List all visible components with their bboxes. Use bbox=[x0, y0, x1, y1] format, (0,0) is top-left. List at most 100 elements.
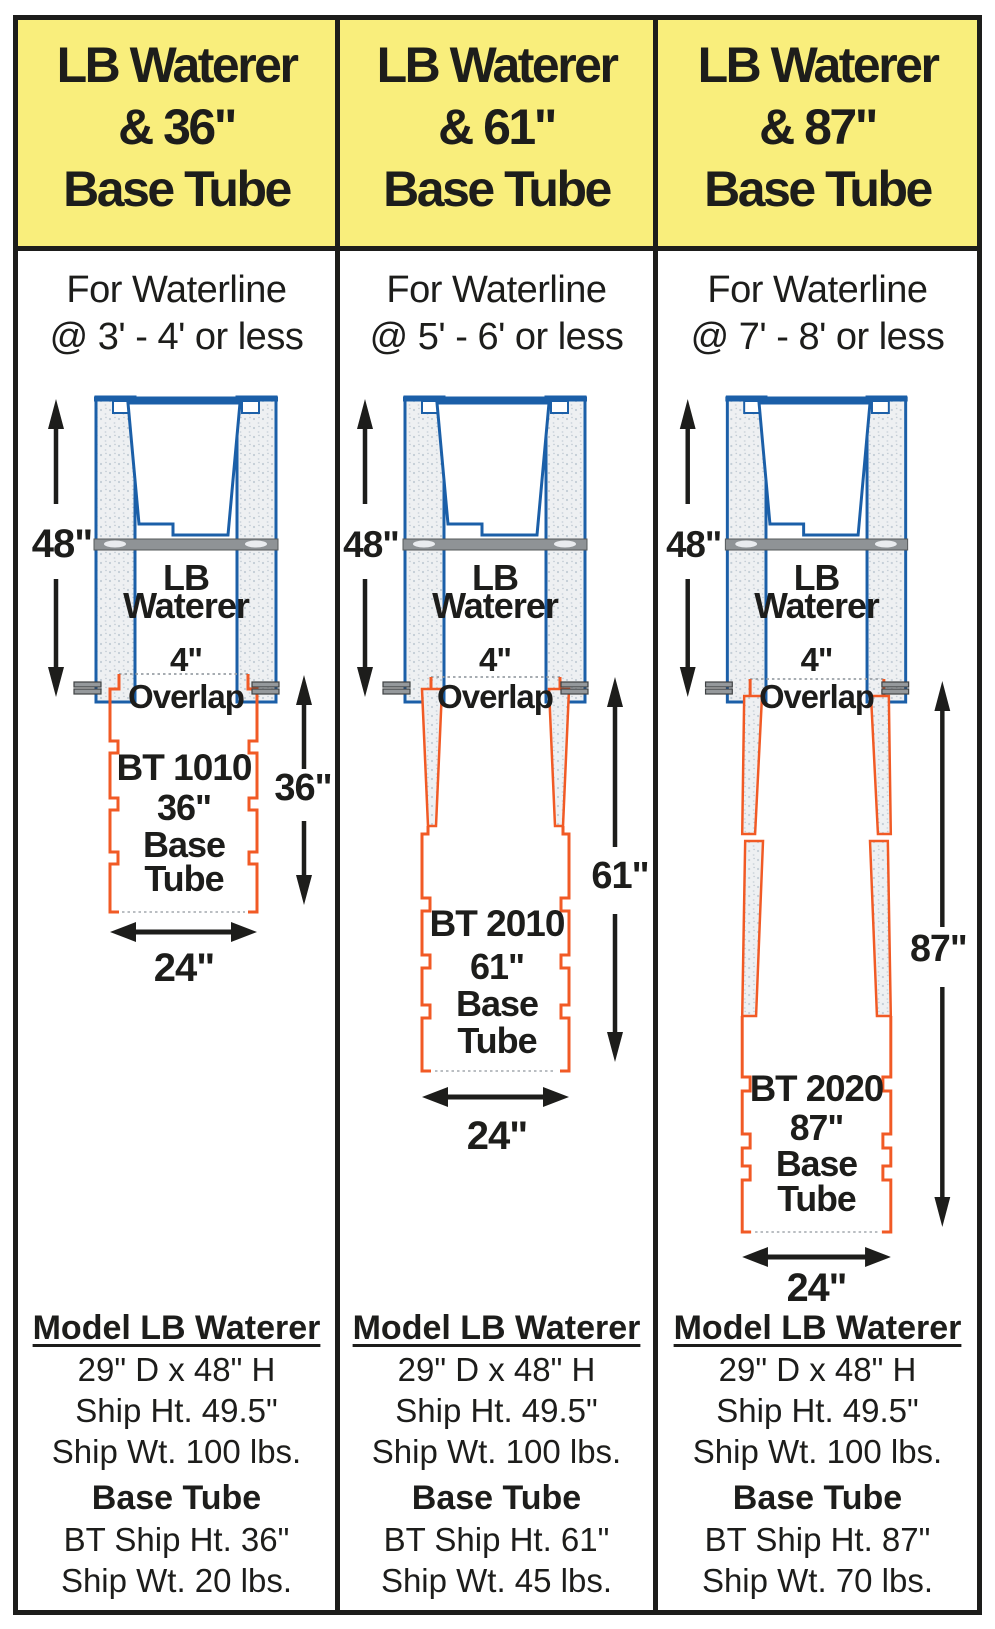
waterer-name-line2: Waterer bbox=[754, 586, 880, 626]
tube-word1-label: Base bbox=[456, 983, 538, 1024]
waterer-height-arrow bbox=[48, 399, 64, 697]
overlap-size-label: 4" bbox=[801, 641, 833, 678]
base-tube-outline bbox=[108, 674, 259, 914]
column-61-header: LB Waterer & 61" Base Tube bbox=[340, 20, 653, 251]
fill-notch bbox=[550, 400, 569, 414]
specs-dimensions: 29" D x 48" H bbox=[718, 1351, 917, 1388]
header-line: & 87" bbox=[759, 99, 878, 155]
mounting-tabs bbox=[73, 681, 280, 695]
column-36: LB Waterer & 36" Base Tube For Waterline… bbox=[18, 20, 335, 1610]
waterline-line: For Waterline bbox=[707, 269, 928, 311]
insulated-wedge bbox=[740, 839, 765, 1018]
specs-ship-weight: Ship Wt. 100 lbs. bbox=[692, 1433, 943, 1470]
waterer-name-line1: LB bbox=[794, 558, 840, 598]
specs-bt-ship-weight: Ship Wt. 45 lbs. bbox=[380, 1562, 613, 1599]
tube-model-label: BT 1010 bbox=[117, 747, 252, 788]
waterer-height-arrow bbox=[357, 399, 373, 697]
waterer-tank bbox=[757, 401, 872, 537]
tube-word2-label: Tube bbox=[457, 1020, 536, 1061]
waterer-name-line2: Waterer bbox=[432, 585, 559, 626]
specs-dimensions: 29" D x 48" H bbox=[77, 1351, 276, 1388]
tube-height-label: 36" bbox=[274, 767, 331, 809]
specs-base-tube-title: Base Tube bbox=[732, 1479, 903, 1517]
tube-width-arrow bbox=[422, 1087, 569, 1107]
tube-height-arrow bbox=[934, 681, 951, 1227]
spec-sheet-frame: LB Waterer & 36" Base Tube For Waterline… bbox=[13, 15, 982, 1615]
waterer-height-label: 48" bbox=[343, 524, 399, 565]
tube-height-label: 87" bbox=[910, 928, 967, 970]
column-87: LB Waterer & 87" Base Tube For Waterline… bbox=[653, 20, 977, 1610]
header-line: Base Tube bbox=[63, 161, 292, 217]
waterer-height-label: 48" bbox=[666, 524, 721, 565]
waterline-line: For Waterline bbox=[386, 269, 607, 311]
tube-width-label: 24" bbox=[787, 1266, 847, 1310]
tube-model-label: BT 2010 bbox=[430, 903, 565, 944]
waterer-name-line1: LB bbox=[163, 557, 209, 598]
specs-bt-ship-height: BT Ship Ht. 61" bbox=[383, 1521, 610, 1558]
specs-ship-weight: Ship Wt. 100 lbs. bbox=[371, 1433, 622, 1470]
tube-word2-label: Tube bbox=[777, 1179, 856, 1219]
specs-base-tube-title: Base Tube bbox=[411, 1479, 582, 1517]
tube-word1-label: Base bbox=[143, 824, 225, 865]
waterer-height-arrow bbox=[679, 399, 696, 697]
mounting-tabs bbox=[704, 681, 910, 695]
header-line: LB Waterer bbox=[376, 37, 619, 93]
overlap-size-label: 4" bbox=[170, 641, 202, 678]
specs-ship-height: Ship Ht. 49.5" bbox=[395, 1392, 598, 1429]
column-87-header: LB Waterer & 87" Base Tube bbox=[658, 20, 977, 251]
waterline-line: For Waterline bbox=[66, 269, 287, 311]
specs-ship-height: Ship Ht. 49.5" bbox=[716, 1392, 919, 1429]
waterer-tank bbox=[435, 401, 551, 537]
overlap-size-label: 4" bbox=[479, 641, 511, 678]
specs-dimensions: 29" D x 48" H bbox=[397, 1351, 596, 1388]
tube-height-arrow bbox=[296, 675, 312, 905]
mounting-tabs bbox=[382, 681, 589, 695]
specs-ship-height: Ship Ht. 49.5" bbox=[75, 1392, 278, 1429]
tube-word1-label: Base bbox=[776, 1144, 857, 1184]
insulated-wedge bbox=[547, 687, 571, 828]
column-87-body: For Waterline @ 7' - 8' or less bbox=[658, 251, 977, 1610]
waterline-line: @ 3' - 4' or less bbox=[49, 316, 304, 358]
waterline-note: For Waterline @ 7' - 8' or less bbox=[658, 251, 977, 361]
diagram-87: 48" LB Waterer 4" bbox=[666, 395, 968, 1310]
tube-width-arrow bbox=[110, 922, 257, 942]
specs-model-title: Model LB Waterer bbox=[352, 1309, 641, 1347]
header-line: & 61" bbox=[438, 99, 557, 155]
tube-width-arrow bbox=[742, 1247, 891, 1267]
waterline-line: @ 5' - 6' or less bbox=[369, 316, 624, 358]
frost-barrier-bar bbox=[402, 538, 588, 551]
frost-barrier-bar bbox=[724, 538, 909, 551]
tube-width-label: 24" bbox=[467, 1114, 527, 1158]
waterline-note: For Waterline @ 5' - 6' or less bbox=[340, 251, 653, 361]
specs-bt-ship-height: BT Ship Ht. 36" bbox=[63, 1521, 290, 1558]
waterer-tank bbox=[126, 401, 242, 537]
diagram-61: 48" LB Waterer 4" bbox=[343, 395, 650, 1158]
insulated-wedge bbox=[420, 687, 444, 828]
overlap-word-label: Overlap bbox=[128, 678, 244, 715]
tube-size-label: 61" bbox=[470, 946, 524, 987]
tube-height-label: 61" bbox=[591, 855, 648, 897]
waterline-note: For Waterline @ 3' - 4' or less bbox=[18, 251, 335, 361]
tube-height-arrow bbox=[607, 677, 623, 1062]
header-line: & 36" bbox=[118, 99, 237, 155]
insulated-wedge bbox=[868, 839, 893, 1018]
tube-size-label: 87" bbox=[790, 1108, 844, 1148]
overlap-word-label: Overlap bbox=[437, 678, 553, 715]
tube-width-label: 24" bbox=[154, 946, 214, 990]
tube-model-label: BT 2020 bbox=[750, 1068, 884, 1109]
specs-base-tube-title: Base Tube bbox=[91, 1479, 262, 1517]
waterer-shell bbox=[724, 395, 909, 704]
insulated-wedge bbox=[740, 694, 764, 836]
specs-ship-weight: Ship Wt. 100 lbs. bbox=[51, 1433, 302, 1470]
specs-model-title: Model LB Waterer bbox=[32, 1309, 321, 1347]
header-line: LB Waterer bbox=[697, 37, 940, 93]
overlap-word-label: Overlap bbox=[759, 678, 874, 715]
header-line: LB Waterer bbox=[56, 37, 299, 93]
base-tube-outline bbox=[420, 677, 571, 1073]
waterer-shell bbox=[402, 395, 588, 704]
frost-barrier-bar bbox=[93, 538, 279, 551]
specs-bt-ship-height: BT Ship Ht. 87" bbox=[704, 1521, 931, 1558]
specs-block-36: Model LB Waterer 29" D x 48" H Ship Ht. … bbox=[18, 1308, 335, 1601]
header-line: Base Tube bbox=[704, 161, 933, 217]
column-61: LB Waterer & 61" Base Tube For Waterline… bbox=[335, 20, 653, 1610]
